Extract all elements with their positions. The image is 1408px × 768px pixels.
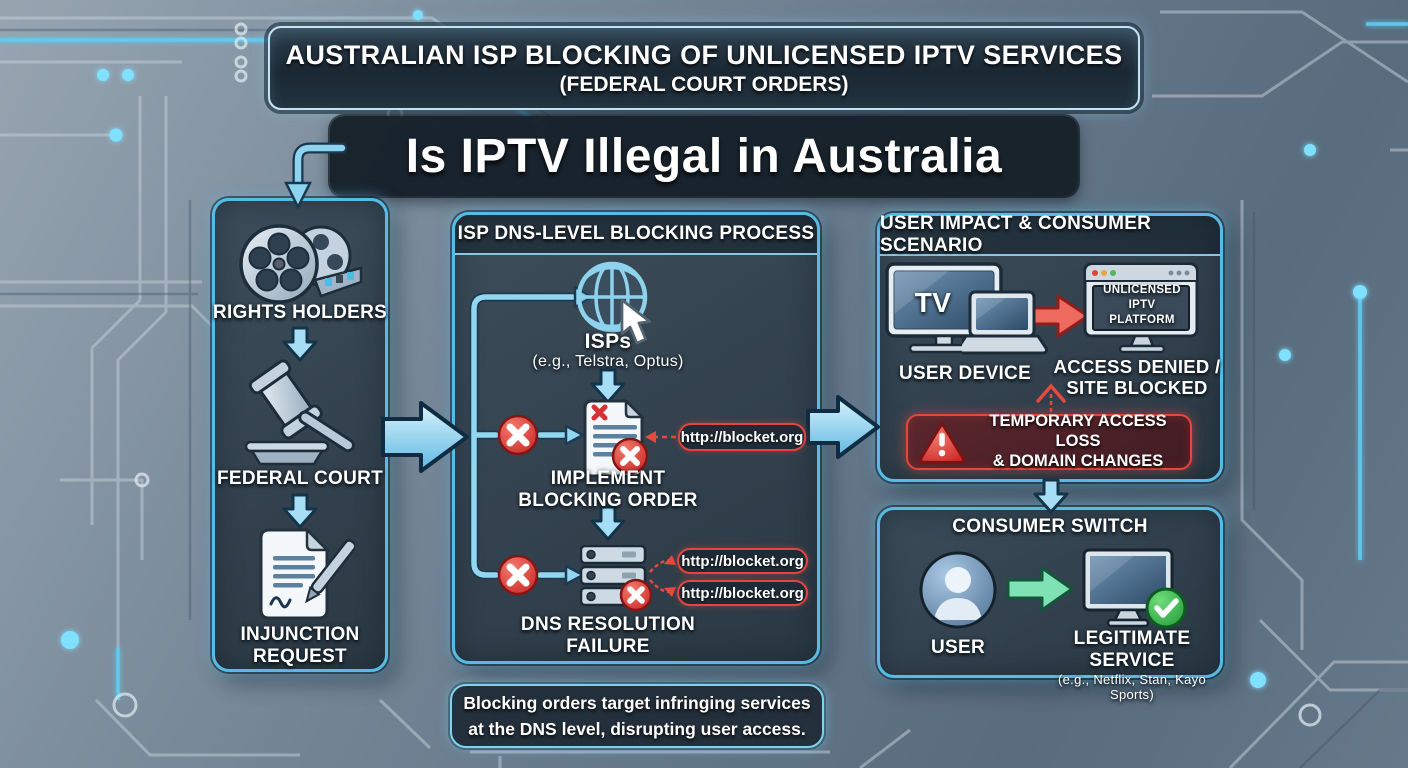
blocked-url-pill: http://blocket.org: [677, 548, 808, 574]
globe-icon: [576, 261, 652, 345]
x-circle-icon: [497, 554, 539, 596]
platform-label: UNLICENSED IPTV PLATFORM: [1103, 284, 1181, 326]
isp-panel-header: ISP DNS-LEVEL BLOCKING PROCESS: [455, 215, 817, 255]
banner-line2: (FEDERAL COURT ORDERS): [559, 72, 849, 96]
cursor-icon: [620, 298, 652, 345]
dns-server-icon: [580, 545, 653, 611]
title-box: Is IPTV Illegal in Australia: [330, 116, 1078, 196]
browser-window-icon: [1083, 262, 1199, 354]
monitor-check-icon: [1082, 548, 1187, 629]
injunction-document-icon: [259, 526, 355, 620]
temporary-access-warning: TEMPORARY ACCESS LOSS & DOMAIN CHANGES: [906, 412, 1192, 470]
blocking-order-document-icon: [583, 398, 649, 478]
implement-blocking-label: IMPLEMENT BLOCKING ORDER: [518, 468, 698, 511]
banner-line1: AUSTRALIAN ISP BLOCKING OF UNLICENSED IP…: [285, 39, 1123, 70]
check-circle-icon: [1145, 587, 1187, 629]
injunction-request-label: INJUNCTION REQUEST: [240, 624, 360, 667]
federal-court-label: FEDERAL COURT: [216, 468, 384, 489]
x-badge-icon: [611, 437, 649, 475]
laptop-icon: [962, 290, 1048, 355]
isps-sublabel: (e.g., Telstra, Optus): [532, 353, 684, 370]
access-denied-label: ACCESS DENIED / SITE BLOCKED: [1053, 356, 1221, 399]
footer-note: Blocking orders target infringing servic…: [450, 684, 824, 748]
isps-label: ISPs: [584, 330, 632, 353]
x-badge-icon: [619, 578, 653, 611]
tv-screen-label: TV: [914, 287, 952, 318]
film-reel-icon: [239, 224, 363, 304]
gavel-icon: [244, 359, 355, 466]
top-banner: AUSTRALIAN ISP BLOCKING OF UNLICENSED IP…: [268, 26, 1140, 110]
user-device-label: USER DEVICE: [898, 363, 1032, 384]
consumer-switch-header: CONSUMER SWITCH: [952, 516, 1148, 537]
warning-triangle-icon: [919, 422, 965, 464]
blocked-url-pill: http://blocket.org: [678, 423, 806, 451]
page-title: Is IPTV Illegal in Australia: [405, 129, 1003, 183]
legitimate-service-label: LEGITIMATE SERVICE (e.g., Netflix, Stan,…: [1058, 628, 1206, 703]
warning-text: TEMPORARY ACCESS LOSS & DOMAIN CHANGES: [989, 412, 1167, 470]
user-label: USER: [931, 637, 985, 658]
user-impact-header: USER IMPACT & CONSUMER SCENARIO: [880, 213, 1220, 256]
dns-failure-label: DNS RESOLUTION FAILURE: [520, 614, 696, 657]
x-circle-icon: [497, 414, 539, 456]
user-avatar-icon: [919, 551, 997, 629]
blocked-url-pill: http://blocket.org: [677, 580, 808, 606]
rights-holders-label: RIGHTS HOLDERS: [212, 302, 388, 323]
